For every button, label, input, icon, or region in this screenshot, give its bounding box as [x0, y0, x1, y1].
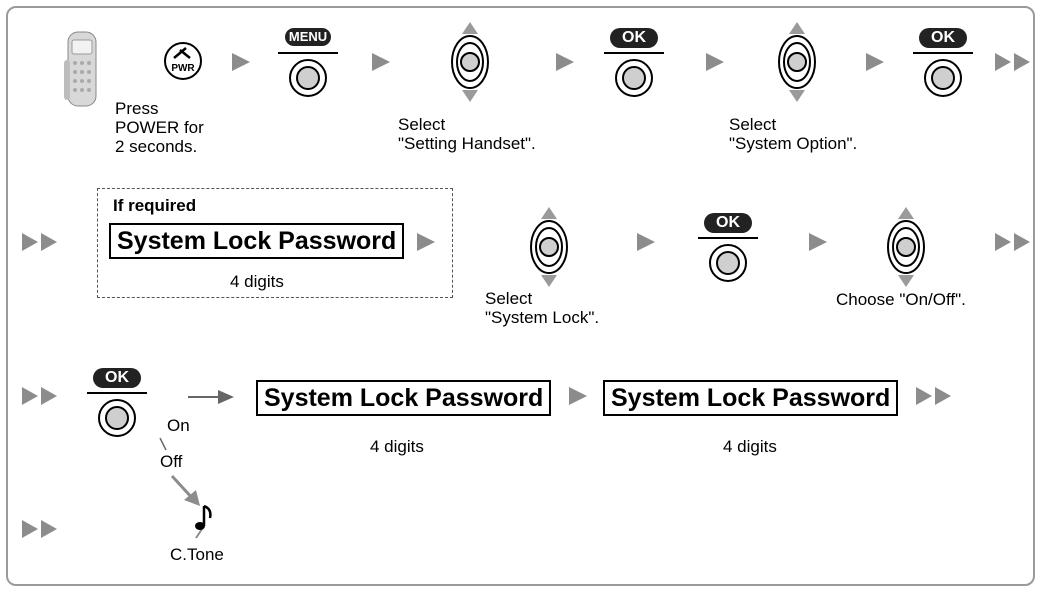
ok-button-icon — [709, 244, 747, 282]
navigator-updown-icon — [530, 207, 568, 287]
power-key-icon: PWR — [164, 42, 202, 80]
arrow-right-icon — [232, 53, 250, 71]
double-arrow-icon — [22, 387, 57, 405]
if-required-group — [97, 188, 453, 298]
ok-key-label: OK — [610, 28, 658, 48]
double-arrow-icon — [916, 387, 951, 405]
select-button-icon — [289, 59, 327, 97]
password-entry-box: System Lock Password — [603, 380, 899, 416]
ok-key: OK — [604, 28, 664, 108]
navigator-updown-icon — [451, 22, 489, 102]
ctone-label: C.Tone — [170, 545, 224, 564]
ok-button-icon — [615, 59, 653, 97]
on-label: On — [167, 416, 190, 435]
navigator-updown-icon — [887, 207, 925, 287]
diagram-frame — [6, 6, 1035, 586]
double-arrow-icon — [995, 233, 1030, 251]
arrow-right-icon — [556, 53, 574, 71]
menu-key-label: MENU — [285, 28, 331, 46]
arrow-right-icon — [706, 53, 724, 71]
arrow-right-icon — [809, 233, 827, 251]
double-arrow-icon — [22, 520, 57, 538]
menu-key: MENU — [278, 28, 338, 108]
arrow-right-icon — [372, 53, 390, 71]
ok-key: OK — [87, 368, 147, 448]
ok-button-icon — [924, 59, 962, 97]
power-key-label: PWR — [171, 63, 195, 74]
ok-key-label: OK — [93, 368, 141, 388]
double-arrow-icon — [22, 233, 57, 251]
navigator-updown-icon — [778, 22, 816, 102]
press-power-text: Press POWER for 2 seconds. — [115, 99, 204, 156]
arrow-right-icon — [417, 233, 435, 251]
ok-key: OK — [913, 28, 973, 108]
ok-key-label: OK — [704, 213, 752, 233]
digits-label: 4 digits — [723, 437, 777, 456]
off-down-arrow — [170, 474, 200, 506]
password-entry-box: System Lock Password — [109, 223, 405, 259]
arrow-right-icon — [569, 387, 587, 405]
on-branch-arrow — [188, 390, 234, 404]
password-entry-box: System Lock Password — [256, 380, 552, 416]
select-setting-handset-text: Select "Setting Handset". — [398, 115, 536, 153]
ok-key: OK — [698, 213, 758, 293]
select-system-option-text: Select "System Option". — [729, 115, 858, 153]
music-note-icon — [195, 504, 212, 539]
select-system-lock-text: Select "System Lock". — [485, 289, 600, 327]
off-connector — [159, 437, 167, 451]
arrow-right-icon — [637, 233, 655, 251]
ok-key-label: OK — [919, 28, 967, 48]
ok-button-icon — [98, 399, 136, 437]
digits-label: 4 digits — [370, 437, 424, 456]
off-label: Off — [160, 452, 183, 471]
choose-onoff-text: Choose "On/Off". — [836, 290, 966, 309]
double-arrow-icon — [995, 53, 1030, 71]
handset-icon — [64, 31, 97, 107]
if-required-label: If required — [113, 196, 197, 215]
arrow-right-icon — [866, 53, 884, 71]
digits-label: 4 digits — [230, 272, 284, 291]
